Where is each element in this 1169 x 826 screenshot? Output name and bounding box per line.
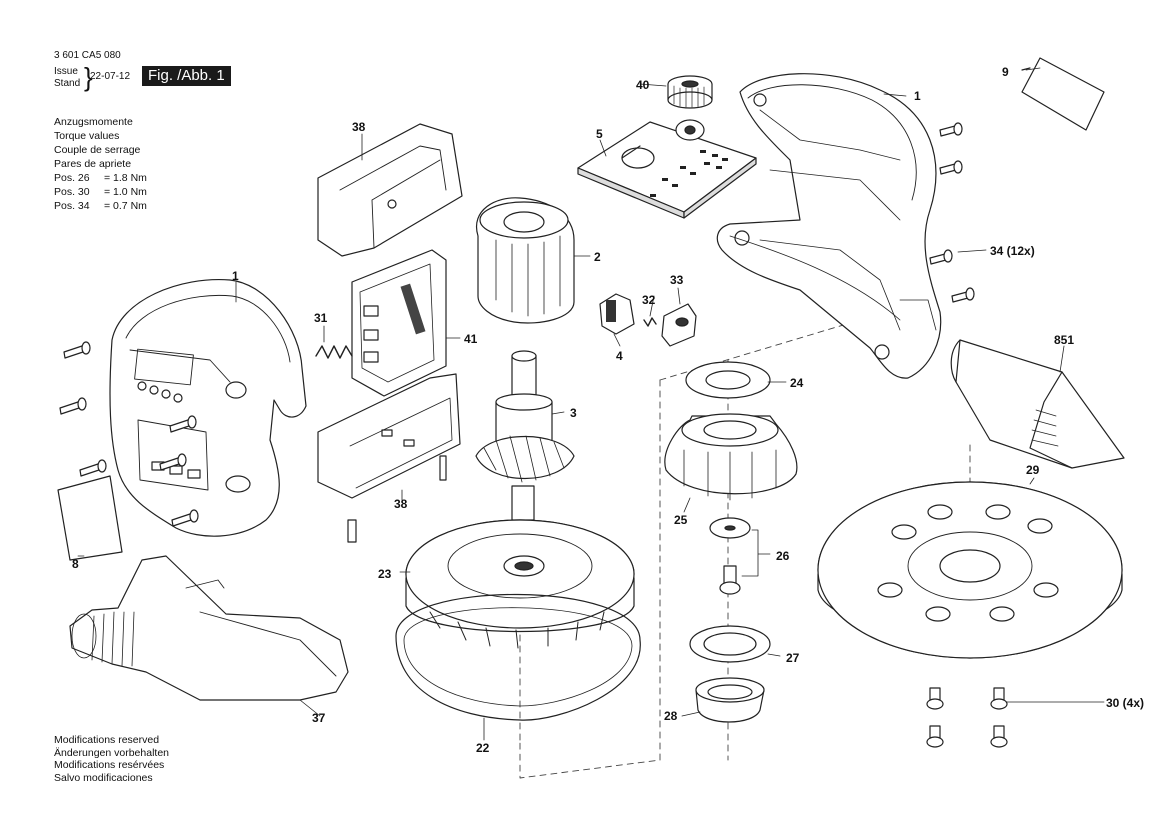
torque-row: Pos. 26 = 1.8 Nm: [54, 171, 147, 185]
torque-values: Anzugsmomente Torque values Couple de se…: [54, 115, 147, 213]
issue-label-line2: Stand: [54, 78, 81, 89]
leader-lines: [77, 67, 1105, 741]
callout-33: 33: [670, 273, 684, 287]
callout-27: 27: [786, 651, 800, 665]
modifications-note: Modifications reserved Änderungen vorbeh…: [54, 734, 169, 784]
callout-38-bottom: 38: [394, 497, 408, 511]
part-27-ring: [689, 625, 771, 663]
torque-heading-en: Torque values: [54, 130, 120, 142]
torque-heading-de: Anzugsmomente: [54, 116, 133, 128]
callout-28: 28: [664, 709, 678, 723]
part-31-spring: [315, 345, 353, 359]
part-2-stator: [475, 197, 575, 324]
document-number: 3 601 CA5 080: [54, 50, 121, 61]
callout-40: 40: [636, 78, 650, 92]
torque-val: = 0.7 Nm: [104, 200, 147, 212]
part-26-washer-screw: [709, 517, 751, 595]
torque-pos: Pos. 30: [54, 186, 90, 198]
torque-row: Pos. 34 = 0.7 Nm: [54, 199, 147, 213]
part-1-housing-right: [716, 73, 942, 379]
torque-pos: Pos. 34: [54, 200, 90, 212]
part-41-holder-plate: [351, 249, 447, 397]
callout-9: 9: [1002, 65, 1009, 79]
callout-25: 25: [674, 513, 688, 527]
callout-1-left: 1: [232, 269, 239, 283]
torque-val: = 1.0 Nm: [104, 186, 147, 198]
part-25-bearing-housing: [664, 413, 798, 501]
mods-line-de: Änderungen vorbehalten: [54, 746, 170, 759]
part-29-sanding-pad: [817, 481, 1123, 659]
callout-1-right: 1: [914, 89, 921, 103]
callout-3: 3: [570, 406, 577, 420]
part-30-screws: [926, 687, 1008, 748]
callout-32: 32: [642, 293, 656, 307]
torque-pos: Pos. 26: [54, 172, 90, 184]
callout-8: 8: [72, 557, 79, 571]
issue-label-line1: Issue: [54, 66, 78, 77]
callout-38-top: 38: [352, 120, 366, 134]
part-34-screws: [929, 122, 975, 303]
part-1-housing-left: [109, 278, 307, 537]
callout-2: 2: [594, 250, 601, 264]
part-38-cover-bottom: [317, 373, 461, 543]
callout-24: 24: [790, 376, 804, 390]
callout-41: 41: [464, 332, 478, 346]
torque-heading-fr: Couple de serrage: [54, 144, 141, 156]
callout-4: 4: [616, 349, 623, 363]
figure-label: Fig. /Abb. 1: [142, 66, 231, 86]
callout-5: 5: [596, 127, 603, 141]
mods-line-fr: Modifications resérvées: [54, 759, 165, 771]
part-32-spring: [643, 317, 657, 327]
torque-row: Pos. 30 = 1.0 Nm: [54, 185, 147, 199]
torque-val: = 1.8 Nm: [104, 172, 147, 184]
callout-26: 26: [776, 549, 790, 563]
brace-glyph: }: [84, 62, 93, 92]
callout-37: 37: [312, 711, 326, 725]
callout-30: 30 (4x): [1106, 696, 1144, 710]
callout-22: 22: [476, 741, 490, 755]
part-3-armature: [475, 350, 575, 521]
torque-heading-es: Pares de apriete: [54, 158, 132, 170]
part-38-cover-top: [317, 123, 463, 257]
callout-29: 29: [1026, 463, 1040, 477]
part-8-label: [57, 475, 123, 561]
part-4-switch: [599, 293, 635, 335]
callout-31: 31: [314, 311, 328, 325]
part-5-circuit-board: [577, 119, 757, 219]
part-28-cap: [695, 677, 765, 723]
mods-line-en: Modifications reserved: [54, 734, 160, 746]
part-33-slider: [661, 303, 697, 347]
part-9-label-plate: [1021, 57, 1105, 131]
callout-851: 851: [1054, 333, 1074, 347]
issue-date: 22-07-12: [90, 71, 131, 82]
part-34-screws-left: [59, 341, 199, 527]
callout-23: 23: [378, 567, 392, 581]
mods-line-es: Salvo modificaciones: [54, 771, 153, 784]
part-40-knob: [667, 75, 713, 109]
callout-labels: 1 1 2 3 4 5 8 9 22 23 24 25 26 27 28 29 …: [72, 65, 1144, 755]
part-851-battery: [950, 339, 1125, 469]
part-24-washer: [685, 361, 771, 399]
part-23-fan-disc: [405, 519, 635, 649]
issue-label: Issue Stand: [54, 66, 90, 90]
part-37-dust-adapter: [69, 555, 349, 701]
part-22-base-ring: [395, 593, 641, 721]
callout-34: 34 (12x): [990, 244, 1035, 258]
